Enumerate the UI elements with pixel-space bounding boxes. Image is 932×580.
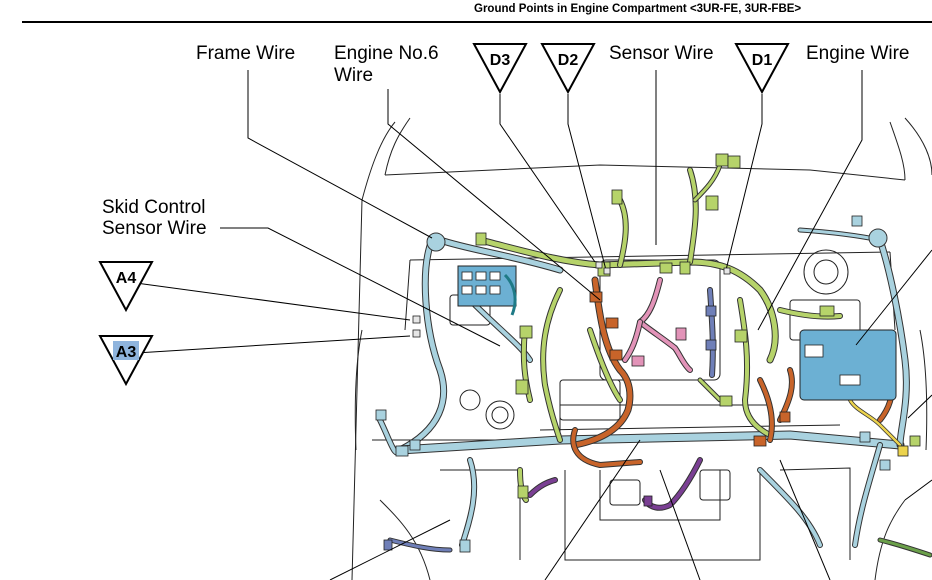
leader-lines [135,70,932,580]
label-engine-no6-line2: Wire [334,65,374,86]
ecu-module [799,329,897,401]
ground-point-a4: A4 [98,261,154,313]
relay-block-module [457,265,517,316]
ground-point-a3: A3 [98,335,154,387]
ground-point-d3-label: D3 [490,52,511,69]
harness-connectors [375,153,921,553]
label-frame-wire: Frame Wire [196,43,296,64]
label-skid-line1: Skid Control [102,197,206,218]
yellow-wire [848,398,902,447]
label-skid-line2: Sensor Wire [102,218,207,239]
label-sensor-wire: Sensor Wire [609,43,714,64]
ground-point-d2-label: D2 [558,52,579,69]
slate-wire-harness [707,287,716,378]
label-engine-no6-line1: Engine No.6 [334,43,439,64]
ground-point-markers [412,261,731,338]
frame-wire-harness [377,227,910,548]
header-divider [22,21,932,23]
engine-wire-harness [476,162,932,558]
diagram-title: Ground Points in Engine Compartment <3UR… [474,3,802,15]
ground-point-d1: D1 [734,43,790,95]
label-engine-wire: Engine Wire [806,43,910,64]
ground-point-d1-label: D1 [752,52,773,69]
ground-point-a3-label: A3 [116,344,137,361]
purple-wire-harness [387,457,703,553]
ground-point-a4-label: A4 [116,270,137,287]
orange-wire-harness [570,276,895,468]
ground-point-d3: D3 [472,43,528,95]
ground-point-d2: D2 [540,43,596,95]
sensor-wire-harness [622,277,693,373]
